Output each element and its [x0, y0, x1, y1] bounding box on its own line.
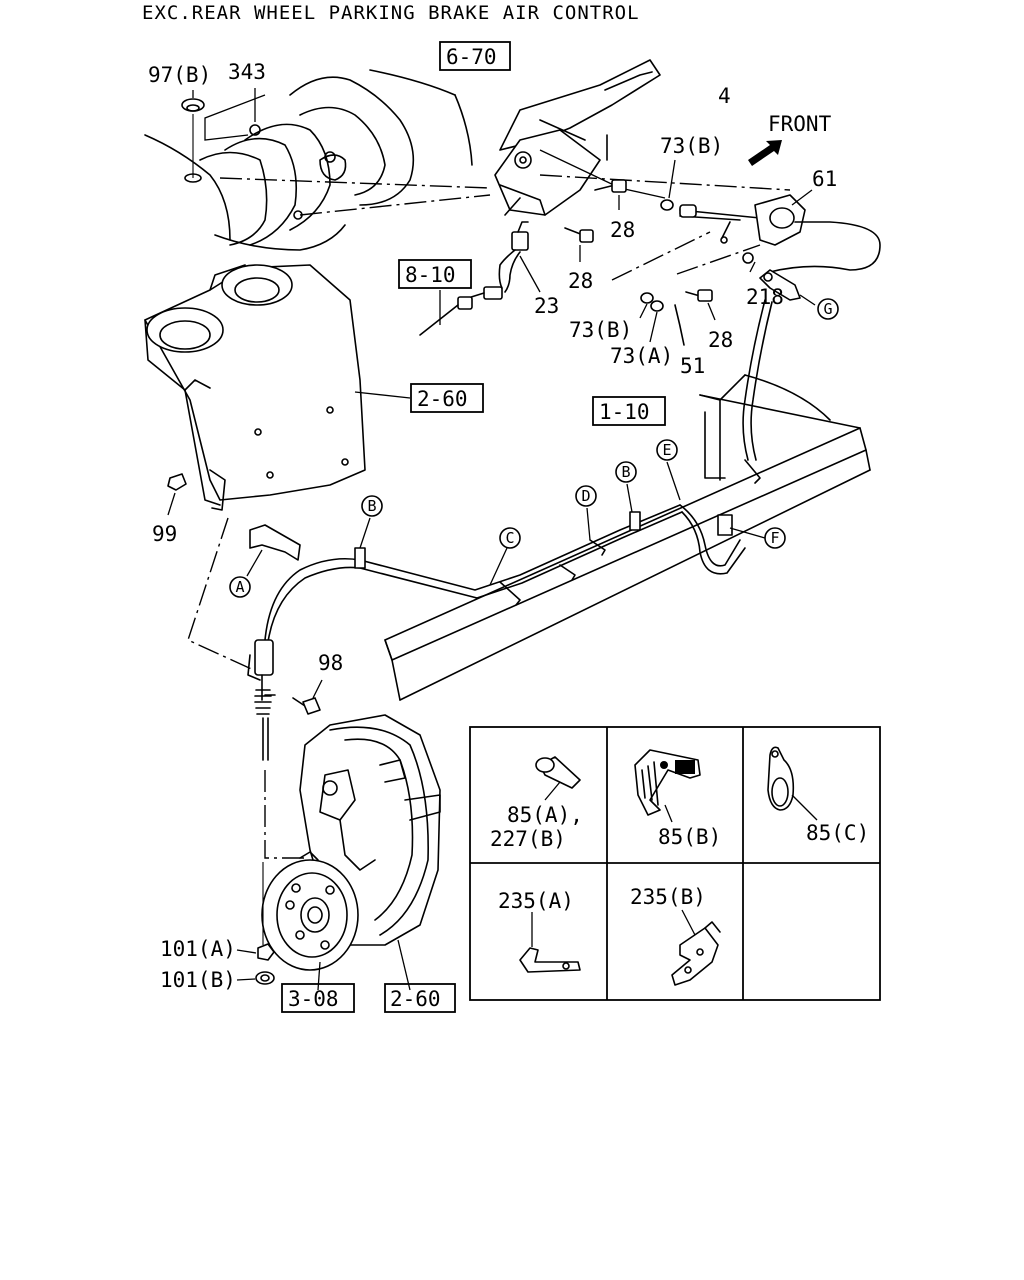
svg-text:B: B — [367, 497, 376, 515]
rear-brake-cable — [264, 459, 761, 643]
washer-73b-mid — [640, 292, 654, 304]
svg-text:A: A — [235, 578, 244, 596]
frame-rail — [384, 374, 871, 701]
ref-2-60-lower: 2-60 — [390, 987, 441, 1011]
washer-101b — [255, 971, 275, 985]
callout-d: D — [575, 485, 597, 507]
ref-box-8-10-frame — [398, 259, 472, 289]
ref-box-3-08-frame — [281, 983, 355, 1013]
callout-b-left: B — [361, 495, 383, 517]
callout-f: F — [764, 527, 786, 549]
callout-g: G — [817, 298, 839, 320]
grommet-85b-icon — [634, 749, 701, 816]
bracket-a — [249, 524, 301, 561]
svg-text:E: E — [662, 441, 671, 459]
callout-c: C — [499, 527, 521, 549]
bracket-235b-icon — [671, 921, 721, 986]
svg-text:F: F — [770, 529, 779, 547]
svg-text:B: B — [621, 463, 630, 481]
ref-8-10: 8-10 — [405, 263, 456, 287]
callout-e: E — [656, 439, 678, 461]
legend-227b-line2: 227(B) — [490, 827, 566, 851]
label-61: 61 — [812, 167, 837, 191]
clip-218 — [759, 269, 801, 301]
ref-box-2-60b-frame — [384, 983, 456, 1013]
ref-3-08: 3-08 — [288, 987, 339, 1011]
washer-73a — [650, 300, 664, 312]
label-51: 51 — [680, 354, 705, 378]
label-28-c: 28 — [708, 328, 733, 352]
bolt-28-a — [594, 179, 627, 193]
ref-box-2-60a-frame — [410, 383, 484, 413]
nut-101a — [257, 943, 275, 961]
bolt-28-c — [685, 289, 713, 302]
transmission-drum — [261, 714, 441, 971]
direction-label: FRONT — [768, 112, 832, 136]
front-arrow-icon — [748, 140, 782, 166]
label-23: 23 — [534, 294, 559, 318]
tunnel-cover — [144, 264, 366, 511]
label-28-b: 28 — [568, 269, 593, 293]
cable-adjuster — [247, 639, 276, 761]
ref-box-1-10-frame — [592, 396, 666, 426]
nut-99 — [167, 473, 187, 491]
label-218: 218 — [746, 285, 784, 309]
label-101a: 101(A) — [160, 937, 236, 961]
svg-text:C: C — [505, 529, 514, 547]
ref-1-10: 1-10 — [599, 400, 650, 424]
parking-brake-lever — [494, 59, 661, 216]
grommet-97b — [181, 98, 205, 183]
svg-text:D: D — [581, 487, 590, 505]
front-cable-61 — [679, 194, 881, 273]
legend-85a-line1: 85(A), — [507, 803, 583, 827]
legend-table — [469, 726, 881, 1001]
callout-b-right: B — [615, 461, 637, 483]
label-4: 4 — [718, 84, 731, 108]
label-343: 343 — [228, 60, 266, 84]
ref-box-6-70-frame — [439, 41, 511, 71]
switch-23 — [419, 221, 529, 336]
label-101b: 101(B) — [160, 968, 236, 992]
callout-a: A — [229, 576, 251, 598]
label-73b-mid: 73(B) — [569, 318, 632, 342]
svg-text:G: G — [823, 300, 832, 318]
bolt-28-b — [564, 227, 594, 243]
page-title: EXC.REAR WHEEL PARKING BRAKE AIR CONTROL — [142, 2, 640, 24]
label-28-a: 28 — [610, 218, 635, 242]
label-73a: 73(A) — [610, 344, 673, 368]
ref-6-70: 6-70 — [446, 45, 497, 69]
cab-floor-panel — [144, 69, 473, 251]
legend-235b: 235(B) — [630, 885, 706, 909]
legend-85b: 85(B) — [658, 825, 721, 849]
label-97b: 97(B) — [148, 63, 211, 87]
ref-2-60-upper: 2-60 — [417, 387, 468, 411]
washer-73b-top — [660, 199, 674, 211]
bracket-235a-icon — [519, 947, 581, 973]
legend-235a: 235(A) — [498, 889, 574, 913]
label-73b-top: 73(B) — [660, 134, 723, 158]
label-98: 98 — [318, 651, 343, 675]
clip-85c-icon — [767, 746, 795, 811]
bolt-98 — [292, 697, 321, 715]
pin-51 — [674, 304, 685, 346]
clip-85a-icon — [535, 756, 581, 789]
label-99: 99 — [152, 522, 177, 546]
legend-85c: 85(C) — [806, 821, 869, 845]
